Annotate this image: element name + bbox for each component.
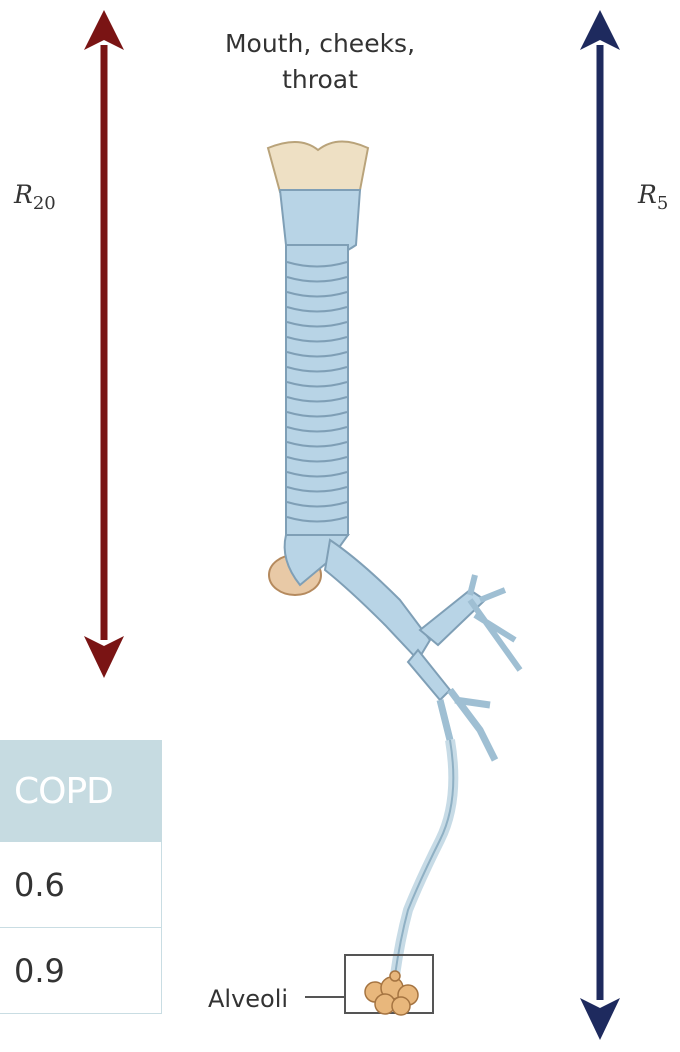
alveoli-label: Alveoli: [208, 985, 288, 1013]
airway-illustration: [268, 141, 520, 1015]
top-region-label-line1: Mouth, cheeks,: [195, 26, 445, 62]
top-region-label: Mouth, cheeks, throat: [195, 26, 445, 98]
alveoli-icon: [365, 971, 418, 1015]
r20-label: R20: [14, 180, 56, 214]
copd-column-header: COPD: [0, 740, 162, 842]
table-row: 0.9: [0, 928, 162, 1014]
r5-arrow-icon: [580, 10, 620, 1040]
r20-arrow-icon: [84, 10, 124, 678]
table-header-row: COPD: [0, 740, 162, 842]
copd-table: COPD 0.6 0.9: [0, 740, 162, 1014]
top-region-label-line2: throat: [195, 62, 445, 98]
table-row: 0.6: [0, 842, 162, 928]
table-cell: 0.6: [0, 842, 162, 928]
table-cell: 0.9: [0, 928, 162, 1014]
r5-label: R5: [638, 180, 668, 214]
